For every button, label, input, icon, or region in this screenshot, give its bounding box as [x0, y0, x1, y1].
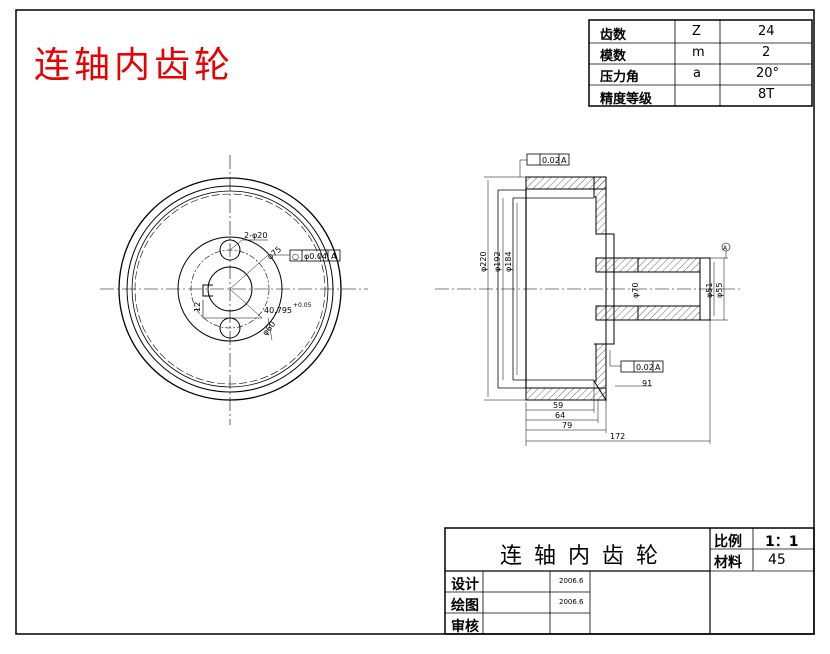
drawing-frame	[15, 9, 815, 635]
review-label: 审核	[451, 619, 479, 635]
front-pcd-label: φ75	[266, 245, 284, 262]
len-172: 172	[610, 432, 625, 441]
draw-label: 绘图	[451, 598, 479, 614]
param-symbol-pressure-angle: a	[693, 66, 701, 81]
param-name-precision: 精度等级	[600, 92, 653, 107]
front-dim-60: φ60	[261, 320, 278, 338]
runout-bottom-value: 0.02	[636, 363, 654, 372]
param-value-pressure-angle: 20°	[756, 66, 780, 81]
param-value-precision: 8T	[758, 87, 775, 102]
drawing-red-title: 连轴内齿轮	[34, 45, 235, 86]
front-dim-95-sup: +0.05	[293, 302, 312, 309]
draw-date: 2006.6	[559, 598, 584, 606]
param-table-grid	[588, 19, 813, 107]
len-79: 79	[562, 421, 572, 430]
dia-51: φ51	[705, 283, 714, 298]
material-label: 材料	[714, 555, 742, 571]
tol-datum: A	[331, 252, 337, 261]
dia-70: φ70	[631, 283, 640, 298]
param-symbol-module: m	[692, 45, 705, 60]
shaft-note: 91	[642, 379, 652, 388]
scale-label: 比例	[714, 534, 742, 550]
len-64: 64	[555, 411, 565, 420]
material-value: 45	[768, 552, 786, 568]
title-block-grid	[444, 527, 815, 635]
param-symbol-teeth: Z	[692, 24, 701, 39]
tol-value: φ0.04	[304, 252, 327, 261]
runout-top-value: 0.02	[542, 156, 560, 165]
design-label: 设计	[451, 577, 479, 593]
dia-192: φ192	[493, 251, 502, 272]
front-dim-95: 40.795	[264, 306, 292, 315]
design-date: 2006.6	[559, 577, 584, 585]
dia-55: φ55	[715, 283, 724, 298]
param-name-pressure-angle: 压力角	[600, 70, 640, 85]
title-block-part-name: 连轴内齿轮	[500, 544, 671, 569]
param-value-teeth: 24	[758, 24, 775, 39]
scale-value: 1：1	[765, 534, 799, 550]
runout-top-datum: A	[561, 156, 567, 165]
front-view	[100, 155, 368, 425]
len-59: 59	[553, 401, 563, 410]
datum-circle-label: A	[723, 245, 728, 252]
dia-184: φ184	[504, 251, 513, 272]
param-name-module: 模数	[600, 49, 627, 64]
dia-220: φ220	[479, 251, 488, 272]
param-value-module: 2	[762, 45, 771, 60]
side-view	[435, 153, 740, 446]
front-holes-label: 2-φ20	[244, 231, 267, 240]
tol-symbol: ○	[292, 252, 299, 261]
runout-bottom-datum: A	[655, 363, 661, 372]
param-name-teeth: 齿数	[600, 28, 627, 43]
front-dim-12: 12	[193, 302, 202, 312]
